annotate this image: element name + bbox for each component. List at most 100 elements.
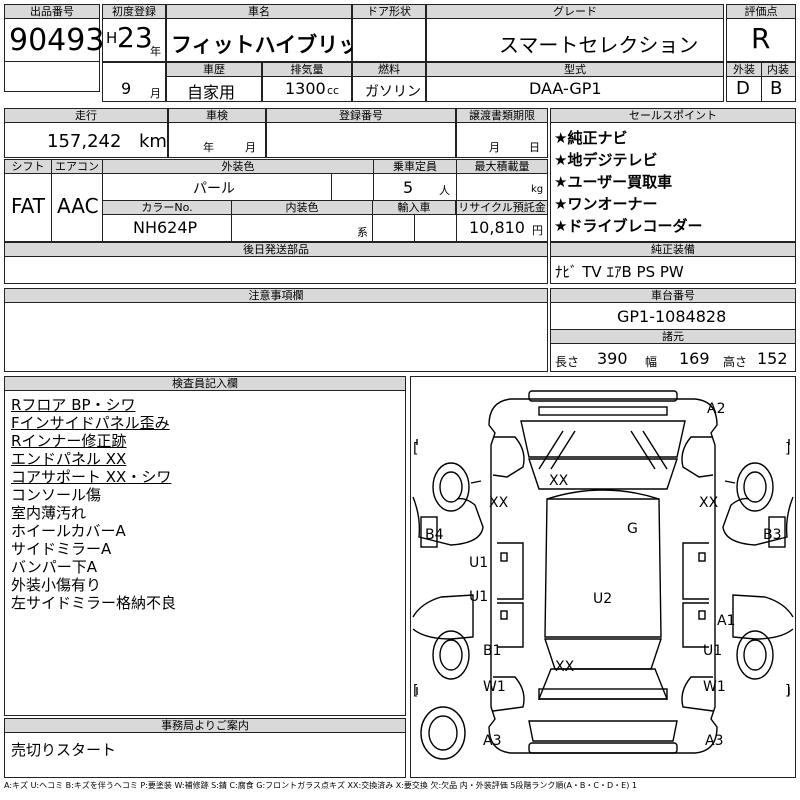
lot-box: 出品番号 90493 bbox=[4, 4, 104, 92]
interior-color-unit: 系 bbox=[357, 226, 368, 239]
mark-u1-a: U1 bbox=[469, 555, 488, 571]
exterior-color: パール bbox=[193, 181, 235, 197]
car-diagram: A2 XX XX XX B4 B3 G U1 U1 U2 A1 B1 U1 XX… bbox=[412, 390, 794, 760]
history-box: 車歴 自家用 bbox=[166, 62, 262, 102]
mark-u1-b: U1 bbox=[469, 589, 488, 605]
equipment: ﾅﾋﾞ TV ｴｱB PS PW bbox=[555, 263, 684, 281]
mark-g: G bbox=[627, 521, 638, 537]
int-label: 内装 bbox=[761, 63, 795, 77]
notes-label: 注意事項欄 bbox=[5, 289, 547, 303]
shift: FAT bbox=[11, 194, 46, 218]
first-registration-box: 初度登録 H 23 年 bbox=[102, 4, 166, 62]
door-type-box: ドア形状 bbox=[352, 4, 426, 62]
equipment-box: 純正装備 ﾅﾋﾞ TV ｴｱB PS PW bbox=[550, 242, 796, 284]
door-type-label: ドア形状 bbox=[353, 5, 425, 19]
displacement-box: 排気量 1300 cc bbox=[262, 62, 352, 102]
transfer-day-unit: 日 bbox=[529, 141, 540, 154]
capacity: 5 bbox=[403, 178, 414, 197]
mark-b4: B4 bbox=[425, 527, 444, 543]
later-parts-label: 後日発送部品 bbox=[5, 243, 547, 257]
history: 自家用 bbox=[187, 83, 236, 102]
transfer-box: 譲渡書類期限 月 日 bbox=[456, 108, 548, 158]
mileage: 157,242 bbox=[47, 131, 122, 152]
fuel: ガソリン bbox=[365, 84, 421, 100]
mark-b3: B3 bbox=[763, 527, 782, 543]
year-unit: 年 bbox=[150, 45, 161, 58]
inspection-year-unit: 年 bbox=[203, 141, 214, 154]
bracket-right-bottom: ] bbox=[785, 683, 790, 699]
dims-label: 諸元 bbox=[551, 329, 795, 344]
recycle-label: リサイクル預託金 bbox=[457, 201, 547, 215]
width: 169 bbox=[679, 349, 710, 368]
mark-a3-right: A3 bbox=[705, 733, 723, 749]
height: 152 bbox=[757, 349, 788, 368]
int-score: B bbox=[770, 78, 783, 99]
sales-points-box: セールスポイント ★純正ナビ ★地デジテレビ ★ユーザー買取車 ★ワンオーナー … bbox=[550, 108, 796, 242]
car-name-label: 車名 bbox=[167, 5, 351, 19]
inspector-note: サイドミラーA bbox=[11, 540, 112, 558]
sales-point: ★純正ナビ bbox=[554, 129, 628, 147]
capacity-label: 乗車定員 bbox=[374, 160, 457, 174]
mark-xx-top: XX bbox=[549, 473, 569, 489]
inspection-month-unit: 月 bbox=[245, 141, 256, 154]
lot-number: 90493 bbox=[9, 23, 105, 58]
bracket-right-top: ] bbox=[785, 441, 790, 457]
sales-point: ★地デジテレビ bbox=[554, 151, 658, 169]
interior-color-label: 内装色 bbox=[232, 201, 373, 215]
mark-a3-left: A3 bbox=[483, 733, 501, 749]
ext-label: 外装 bbox=[727, 63, 761, 77]
displacement: 1300 bbox=[285, 79, 326, 98]
mark-b1: B1 bbox=[483, 643, 502, 659]
sales-points-label: セールスポイント bbox=[551, 109, 795, 123]
model-box: 型式 DAA-GP1 bbox=[426, 62, 724, 102]
model-label: 型式 bbox=[427, 63, 723, 77]
mileage-unit: km bbox=[139, 131, 167, 152]
displacement-label: 排気量 bbox=[263, 63, 351, 77]
color-number: NH624P bbox=[133, 218, 198, 237]
month-number: 9 bbox=[121, 79, 132, 98]
length-label: 長さ bbox=[555, 355, 580, 369]
registration-label: 登録番号 bbox=[267, 109, 455, 123]
mark-xx-left: XX bbox=[489, 495, 509, 511]
width-label: 幅 bbox=[645, 355, 658, 369]
notes-box: 注意事項欄 bbox=[4, 288, 548, 372]
grade-box: グレード スマートセレクション bbox=[426, 4, 724, 62]
grade: スマートセレクション bbox=[499, 33, 699, 57]
mileage-label: 走行 bbox=[5, 109, 167, 123]
chassis-box: 車台番号 GP1-1084828 諸元 長さ 390 幅 169 高さ 152 bbox=[550, 288, 796, 372]
inspector-note: ホイールカバーA bbox=[11, 522, 126, 540]
sales-point: ★ワンオーナー bbox=[554, 195, 658, 213]
inspection-label: 車検 bbox=[169, 109, 265, 123]
mark-a1: A1 bbox=[717, 613, 735, 629]
mark-xx-bottom: XX bbox=[555, 659, 575, 675]
mark-u2: U2 bbox=[593, 591, 612, 607]
chassis-label: 車台番号 bbox=[551, 289, 795, 303]
inspection-box: 車検 年 月 bbox=[168, 108, 266, 158]
load-unit: kg bbox=[531, 184, 544, 195]
import-label: 輸入車 bbox=[373, 201, 456, 215]
sales-point: ★ドライブレコーダー bbox=[554, 217, 703, 235]
displacement-unit: cc bbox=[327, 84, 340, 97]
inspector-note: コアサポート XX・シワ bbox=[11, 468, 172, 486]
mark-a2: A2 bbox=[707, 401, 725, 417]
height-label: 高さ bbox=[723, 355, 748, 369]
first-reg-label: 初度登録 bbox=[103, 5, 165, 19]
month-unit: 月 bbox=[150, 87, 161, 100]
later-parts-box: 後日発送部品 bbox=[4, 242, 548, 284]
inspector-note: バンパー下A bbox=[11, 558, 98, 576]
damage-diagram: A2 XX XX XX B4 B3 G U1 U1 U2 A1 B1 U1 XX… bbox=[410, 376, 796, 778]
score: R bbox=[751, 22, 771, 55]
fuel-label: 燃料 bbox=[353, 63, 425, 77]
shift-label: シフト bbox=[5, 160, 52, 174]
transfer-month-unit: 月 bbox=[489, 141, 500, 154]
year-number: 23 bbox=[117, 21, 153, 54]
month-box: 9 月 bbox=[102, 62, 166, 102]
length: 390 bbox=[597, 349, 628, 368]
inspector-note: 外装小傷有り bbox=[11, 576, 102, 594]
grade-label: グレード bbox=[427, 5, 723, 19]
score-box: 評価点 R bbox=[726, 4, 796, 62]
ac-label: エアコン bbox=[52, 160, 103, 174]
inspector-note: コンソール傷 bbox=[11, 486, 102, 504]
